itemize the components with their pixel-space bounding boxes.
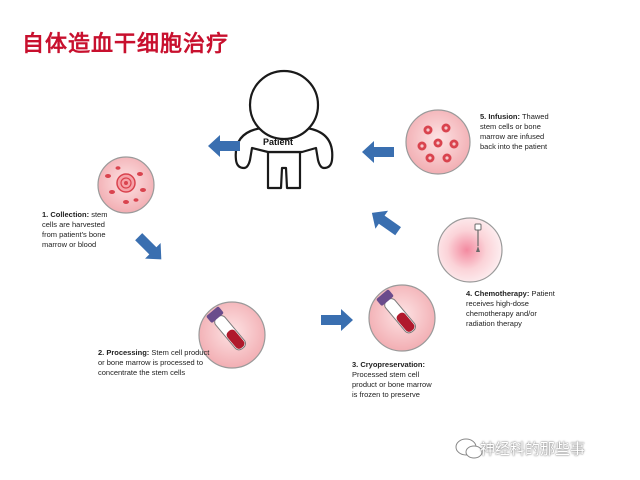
step-text: Thawed stem cells or bone marrow are inf…: [480, 112, 549, 151]
step-heading: 5. Infusion:: [480, 112, 520, 121]
step-text: Stem cell product or bone marrow is proc…: [98, 348, 210, 377]
cryopreservation-circle: [368, 284, 436, 352]
arrow-collection-to-processing: [135, 233, 162, 260]
page-title: 自体造血干细胞治疗: [22, 32, 230, 57]
processing-circle: [198, 301, 266, 369]
infusion-circle: [405, 109, 471, 175]
step-processing: 2. Processing: Stem cell product or bone…: [98, 348, 210, 378]
chat-bubble-icon: [455, 438, 483, 459]
step-heading: 4. Chemotherapy:: [466, 289, 530, 298]
arrow-processing-to-cryopreservation: [321, 309, 353, 331]
step-heading: 1. Collection:: [42, 210, 90, 219]
step-chemotherapy: 4. Chemotherapy: Patient receives high-d…: [466, 289, 558, 329]
step-collection: 1. Collection: stem cells are harvested …: [42, 210, 122, 250]
watermark: 神经科的那些事: [480, 440, 586, 458]
arrow-infusion-to-patient: [362, 141, 394, 163]
collection-circle: [97, 156, 155, 214]
step-heading: 3. Cryopreservation:: [352, 360, 425, 369]
step-text: Patient receives high-dose chemotherapy …: [466, 289, 555, 328]
arrow-patient-to-collection: [208, 135, 240, 157]
arrow-chemotherapy-to-patient: [371, 210, 401, 236]
step-text: stem cells are harvested from patient's …: [42, 210, 108, 249]
patient-figure: [234, 69, 334, 190]
step-cryopreservation: 3. Cryopreservation: Processed stem cell…: [352, 360, 436, 400]
chemotherapy-circle: [437, 217, 503, 283]
patient-label: Patient: [262, 137, 293, 147]
step-infusion: 5. Infusion: Thawed stem cells or bone m…: [480, 112, 554, 152]
step-text: Processed stem cell product or bone marr…: [352, 370, 432, 399]
step-heading: 2. Processing:: [98, 348, 150, 357]
